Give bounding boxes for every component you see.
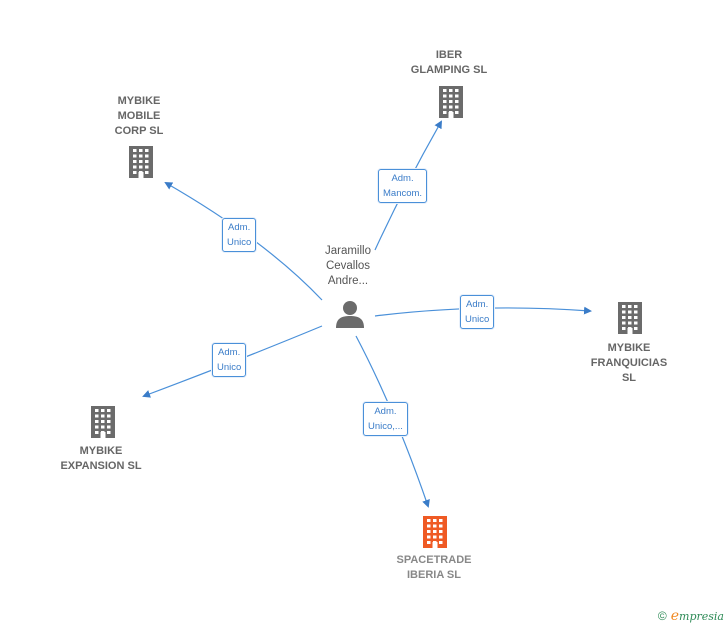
edge-label-iber[interactable]: Adm. Mancom. <box>378 169 428 203</box>
company-label-spacetrade[interactable]: SPACETRADE IBERIA SL <box>396 554 472 581</box>
building-icon[interactable] <box>87 404 119 443</box>
company-label-mybike-mobile[interactable]: MYBIKE MOBILE CORP SL <box>114 95 164 137</box>
building-icon[interactable] <box>435 84 467 123</box>
edge-label-spacetrade[interactable]: Adm. Unico,... <box>363 402 408 436</box>
company-label-mybike-expansion[interactable]: MYBIKE EXPANSION SL <box>60 445 142 472</box>
building-icon[interactable] <box>419 514 451 553</box>
building-icon[interactable] <box>614 300 646 339</box>
brand-logo: empresia <box>670 608 724 624</box>
copyright-icon: © <box>657 609 667 623</box>
edge-label-mybike-mobile[interactable]: Adm. Unico <box>222 218 257 252</box>
building-icon[interactable] <box>125 144 157 183</box>
person-icon[interactable] <box>334 298 366 330</box>
person-name-label[interactable]: Jaramillo Cevallos Andre... <box>324 245 371 287</box>
edge-label-mybike-franquicias[interactable]: Adm. Unico <box>460 295 495 329</box>
company-label-mybike-franquicias[interactable]: MYBIKE FRANQUICIAS SL <box>590 342 668 384</box>
brand-footer: © empresia <box>658 608 724 624</box>
company-label-iber[interactable]: IBER GLAMPING SL <box>410 49 488 76</box>
edge-label-mybike-expansion[interactable]: Adm. Unico <box>212 343 247 377</box>
